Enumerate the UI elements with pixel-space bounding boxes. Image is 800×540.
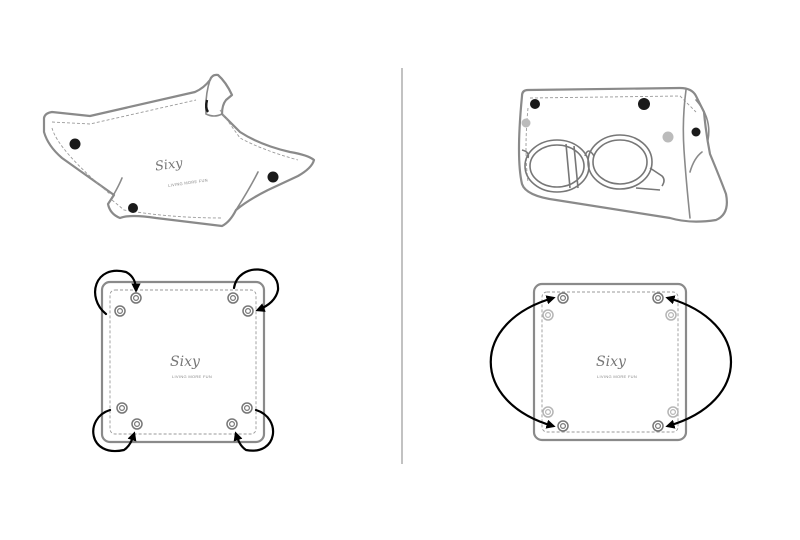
snap-button-icon <box>521 118 531 128</box>
snap-button-icon <box>241 402 253 414</box>
svg-text:Sixy: Sixy <box>170 354 201 370</box>
case-flat-outline <box>532 282 688 442</box>
snap-button-icon <box>226 418 238 430</box>
snap-button-icon <box>530 99 540 109</box>
snap-button-icon <box>557 292 569 304</box>
snap-button-icon <box>130 292 142 304</box>
fold-arrow-top-right <box>232 268 280 312</box>
case-body <box>517 86 728 223</box>
snap-button-icon <box>691 127 701 137</box>
snap-button-icon <box>69 138 81 150</box>
tray-flat-outline <box>100 280 266 444</box>
svg-text:LIVING MORE FUN: LIVING MORE FUN <box>597 374 637 379</box>
snap-button-icon <box>652 420 664 432</box>
snap-button-icon <box>638 98 650 110</box>
glasses-case-assembled <box>517 86 728 223</box>
tray-assembled: Sixy LIVING MORE FUN <box>42 73 316 228</box>
tray-body <box>42 73 316 228</box>
svg-text:LIVING MORE FUN: LIVING MORE FUN <box>172 374 212 379</box>
snap-button-icon <box>652 292 664 304</box>
snap-button-icon <box>557 420 569 432</box>
svg-text:Sixy: Sixy <box>596 354 627 370</box>
svg-text:Sixy: Sixy <box>154 156 184 175</box>
snap-button-icon <box>662 131 674 143</box>
fold-arrow-left <box>489 295 556 429</box>
snap-button-icon <box>542 406 554 418</box>
snap-button-icon <box>227 292 239 304</box>
fold-arrow-right <box>665 295 733 429</box>
case-flat-snap-diagram: Sixy LIVING MORE FUN <box>489 282 733 442</box>
fold-arrow-bottom-right <box>233 408 275 452</box>
snap-button-icon <box>114 305 126 317</box>
snap-button-icon <box>205 99 210 113</box>
tray-flat-snap-diagram: Sixy LIVING MORE FUN <box>92 268 280 453</box>
snap-button-icon <box>665 309 677 321</box>
brand-logo: Sixy LIVING MORE FUN <box>596 354 637 379</box>
brand-logo: Sixy LIVING MORE FUN <box>154 156 208 188</box>
glasses-icon <box>521 134 665 193</box>
snap-button-icon <box>116 402 128 414</box>
snap-button-icon <box>667 406 679 418</box>
brand-logo: Sixy LIVING MORE FUN <box>170 354 212 379</box>
snap-button-icon <box>242 305 254 317</box>
snap-button-icon <box>131 418 143 430</box>
svg-text:LIVING MORE FUN: LIVING MORE FUN <box>168 177 208 188</box>
snap-button-icon <box>542 309 554 321</box>
snap-button-icon <box>128 203 138 213</box>
fold-arrow-top-left <box>94 269 141 316</box>
fold-arrow-bottom-left <box>92 408 137 453</box>
snap-button-icon <box>267 171 279 183</box>
